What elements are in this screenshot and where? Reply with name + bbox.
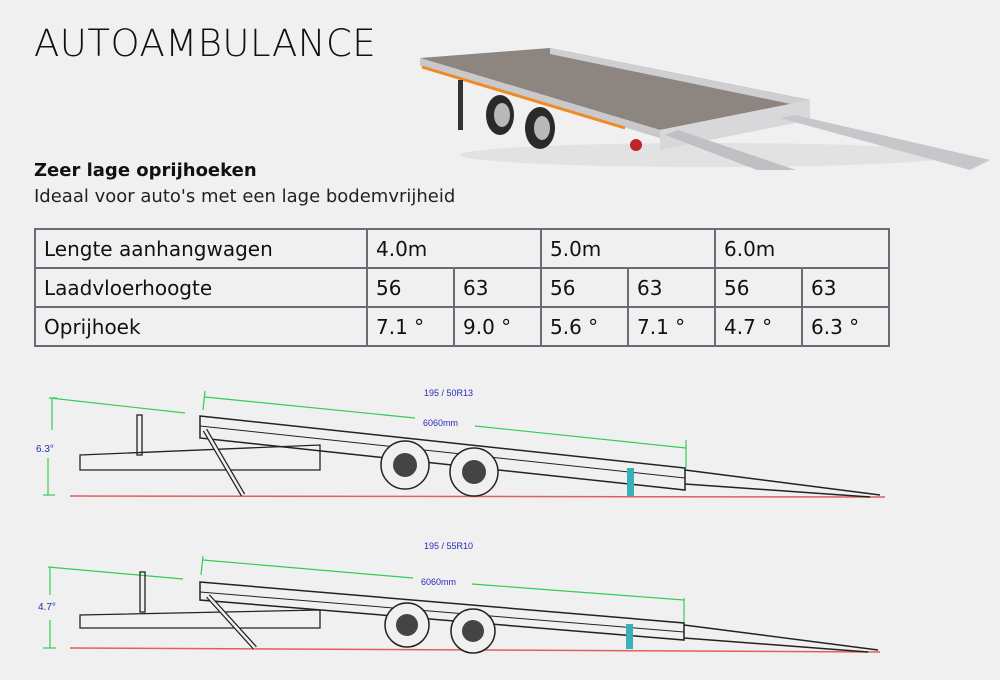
tire-size-label: 195 / 55R10 [424,541,473,551]
table-cell: 56 [714,267,803,308]
table-cell: 63 [453,267,542,308]
length-6m: 6.0m [714,228,890,269]
table-cell: 56 [540,267,629,308]
table-cell: 9.0 ° [453,306,542,347]
technical-drawing-1: 6.3° 195 / 50R13 6060mm [36,388,886,498]
section-description: Ideaal voor auto's met een lage bodemvri… [34,186,456,207]
technical-drawing-2: 4.7° 195 / 55R10 6060mm [38,541,881,654]
angle-label: 6.3° [36,444,54,455]
table-row-ramp-angle: Oprijhoek 7.1 ° 9.0 ° 5.6 ° 7.1 ° 4.7 ° … [34,306,890,347]
table-cell: 7.1 ° [366,306,455,347]
section-subtitle: Zeer lage oprijhoeken [34,160,257,181]
row-label: Oprijhoek [34,306,368,347]
tire-size-label: 195 / 50R13 [424,388,473,398]
table-cell: 63 [627,267,716,308]
length-label: 6060mm [421,577,456,587]
table-cell: 56 [366,267,455,308]
length-4m: 4.0m [366,228,542,269]
spec-table: Lengte aanhangwagen 4.0m 5.0m 6.0m Laadv… [34,228,890,347]
row-label: Lengte aanhangwagen [34,228,368,269]
angle-label: 4.7° [38,602,56,613]
table-cell: 7.1 ° [627,306,716,347]
length-5m: 5.0m [540,228,716,269]
table-cell: 63 [801,267,890,308]
row-label: Laadvloerhoogte [34,267,368,308]
table-row-length: Lengte aanhangwagen 4.0m 5.0m 6.0m [34,228,890,269]
table-row-floor-height: Laadvloerhoogte 56 63 56 63 56 63 [34,267,890,308]
page-title: AUTOAMBULANCE [34,22,377,65]
table-cell: 5.6 ° [540,306,629,347]
table-cell: 6.3 ° [801,306,890,347]
trailer-photo [420,48,990,170]
length-label: 6060mm [423,418,458,428]
table-cell: 4.7 ° [714,306,803,347]
